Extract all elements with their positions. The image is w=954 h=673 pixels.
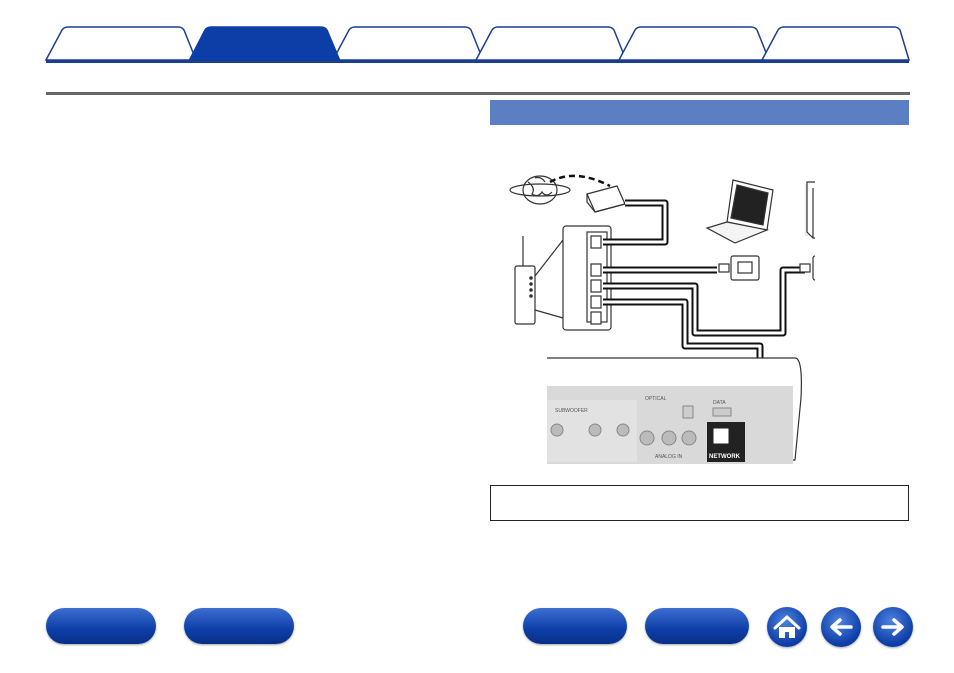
nav-button-1[interactable] xyxy=(46,608,156,644)
tab-2[interactable] xyxy=(331,26,485,61)
back-button[interactable] xyxy=(821,607,861,647)
section-title xyxy=(490,105,498,120)
modem-icon xyxy=(586,185,626,213)
arrow-left-icon xyxy=(830,618,853,636)
internet-icon xyxy=(509,175,571,205)
panel-label-data: DATA xyxy=(713,400,726,406)
arrow-right-icon xyxy=(881,618,904,636)
home-button[interactable] xyxy=(767,607,807,647)
computer-icon xyxy=(705,179,774,244)
tab-1-active[interactable] xyxy=(187,26,342,62)
nav-button-2[interactable] xyxy=(184,608,294,644)
note-text xyxy=(491,486,908,502)
home-icon xyxy=(773,615,801,638)
tab-4[interactable] xyxy=(617,26,771,61)
nav-button-3[interactable] xyxy=(523,608,627,644)
page-divider xyxy=(46,92,910,95)
tab-5[interactable] xyxy=(760,26,911,61)
tab-bar xyxy=(0,0,954,63)
network-connection-diagram: SUBWOOFER OPTICAL DATA ANALOG IN NETWORK xyxy=(509,174,815,464)
panel-label-analog-in: ANALOG IN xyxy=(655,454,683,460)
panel-label-network: NETWORK xyxy=(709,454,741,460)
panel-label-optical: OPTICAL xyxy=(645,396,667,402)
nas-icon xyxy=(805,181,815,239)
note-box xyxy=(490,485,909,521)
device-rear-panel: SUBWOOFER OPTICAL DATA ANALOG IN NETWORK xyxy=(547,357,802,464)
internet-link xyxy=(549,174,611,188)
router-icon xyxy=(514,225,612,331)
tab-shapes xyxy=(44,26,911,62)
lan-port-callouts xyxy=(718,255,815,281)
nav-button-4[interactable] xyxy=(645,608,749,644)
tab-underline xyxy=(46,60,909,63)
tab-0[interactable] xyxy=(44,26,198,61)
tab-3[interactable] xyxy=(474,26,628,61)
panel-label-subwoofer: SUBWOOFER xyxy=(555,408,588,414)
forward-button[interactable] xyxy=(873,607,913,647)
section-header xyxy=(490,100,909,125)
